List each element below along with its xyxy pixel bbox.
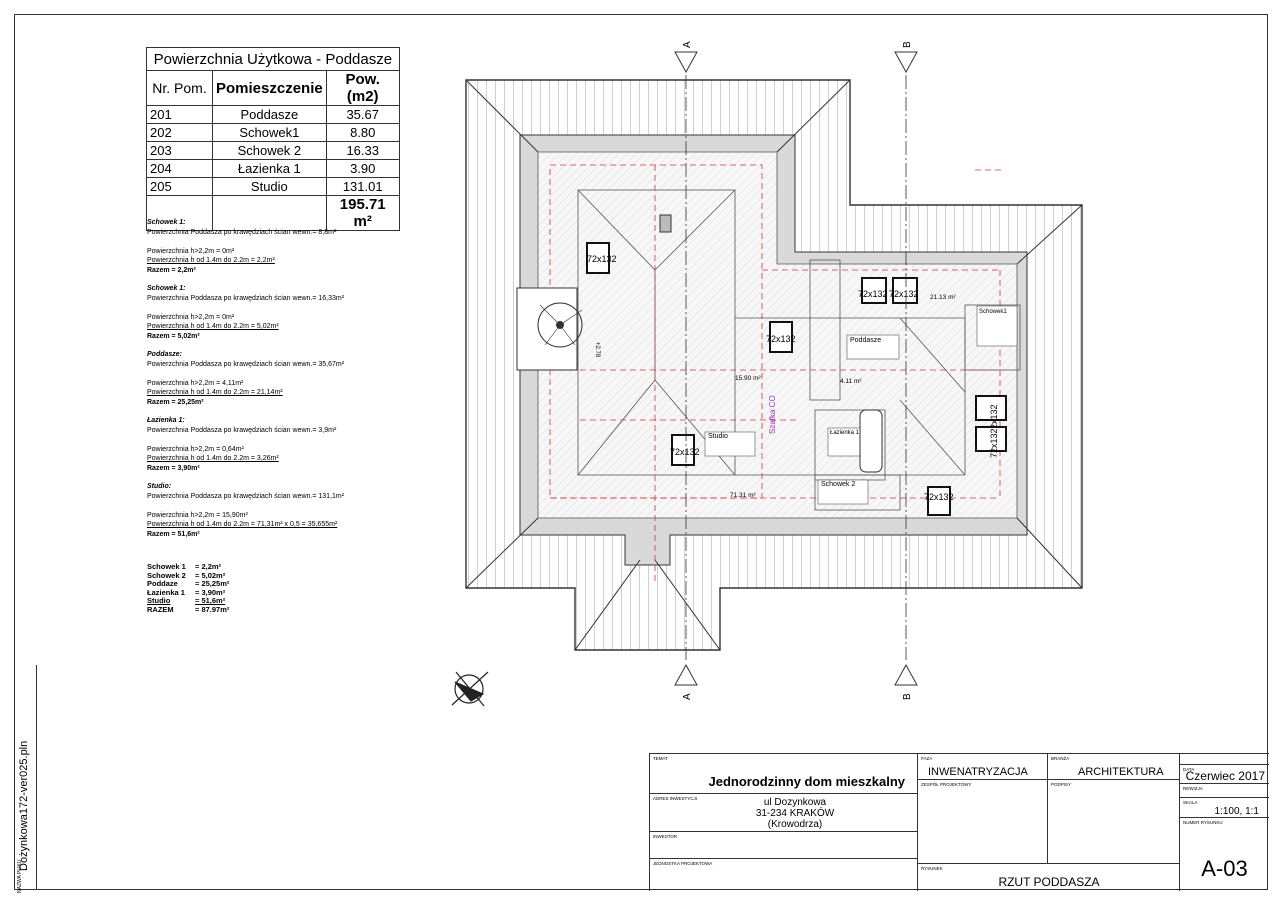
area-notes: Schowek 1: Powierzchnia Poddasza po kraw… xyxy=(147,218,447,548)
room-labels: Studio Poddasze Łazienka 1 Schowek 2 Sch… xyxy=(704,305,1018,505)
window-label: 72x132 xyxy=(989,404,999,434)
drawing-name: RZUT PODDASZA xyxy=(998,875,1100,889)
col-header-area: Pow. (m2) xyxy=(325,70,400,106)
section-b-label: B xyxy=(902,693,913,700)
roof-window xyxy=(861,277,887,304)
note-block: Poddasze: Powierzchnia Poddasza po krawę… xyxy=(147,351,345,406)
file-name-caption: NAZWA PLIKU xyxy=(17,859,23,893)
room-label-lazienka: Łazienka 1 xyxy=(830,430,860,436)
roof-window xyxy=(927,486,951,516)
staircase: +2.78 xyxy=(516,287,600,371)
summary-row: RAZEM= 87.97m² xyxy=(147,604,230,614)
summary-row: Poddaze= 25,25m² xyxy=(147,579,230,589)
section-b-label: B xyxy=(902,41,913,48)
area-table: Powierzchnia Użytkowa - Poddasze Nr. Pom… xyxy=(146,47,400,231)
file-name-strip: Dożynkowa172-ver025.pln NAZWA PLIKU xyxy=(14,665,37,893)
room-label-schowek1: Schowek1 xyxy=(979,309,1007,315)
window-label: 72x132 xyxy=(889,289,919,299)
svg-text:15.90 m²: 15.90 m² xyxy=(735,375,761,382)
roof-window xyxy=(671,434,695,466)
label-szafka-co: Szafka CO xyxy=(768,395,777,434)
bathtub xyxy=(859,409,883,473)
area-table-title: Powierzchnia Użytkowa - Poddasze xyxy=(146,47,400,71)
date-value: Czerwiec 2017 xyxy=(1185,769,1265,783)
roof-window xyxy=(769,321,793,353)
note-block: Schowek 1: Powierzchnia Poddasza po kraw… xyxy=(147,219,337,274)
svg-text:71.31 m²: 71.31 m² xyxy=(730,492,756,499)
col-header-nr: Nr. Pom. xyxy=(146,70,213,106)
room-label-studio: Studio xyxy=(708,433,728,440)
window-label: 72x132 xyxy=(587,254,617,264)
roof-window xyxy=(586,242,610,274)
investment-address: ul Dozynkowa 31-234 KRAKÓW (Krowodrza) xyxy=(755,797,835,830)
roof-window xyxy=(892,277,918,304)
sheet-border xyxy=(14,14,1268,890)
roof-window xyxy=(975,395,1007,421)
section-line-b: B B xyxy=(894,41,918,700)
svg-text:21.13 m²: 21.13 m² xyxy=(930,294,956,301)
summary-row: Schowek 1= 2,2m² xyxy=(147,562,222,571)
scale-value: 1:100, 1:1 xyxy=(1214,806,1259,817)
note-block: Łazienka 1: Powierzchnia Poddasza po kra… xyxy=(147,417,337,472)
window-label: 72x132 xyxy=(989,428,999,458)
area-total: 195.71 m² xyxy=(325,195,400,231)
col-header-room: Pomieszczenie xyxy=(212,70,327,106)
room-label-schowek2: Schowek 2 xyxy=(821,481,855,488)
floor-plan-drawing: +2.78 72x132 72x132 72x132 72x132 72x132… xyxy=(451,41,1083,707)
window-label: 72x132 xyxy=(670,447,700,457)
table-total-row: 195.71 m² xyxy=(146,195,400,231)
summary-row: Schowek 2= 5,02m² xyxy=(147,570,226,580)
area-summary: Schowek 1= 2,2m² Schowek 2= 5,02m² Podda… xyxy=(147,562,275,615)
svg-text:4.11 m²: 4.11 m² xyxy=(840,378,862,385)
north-arrow-icon xyxy=(451,671,489,707)
room-label-poddasze: Poddasze xyxy=(850,337,881,344)
roof-window xyxy=(975,426,1007,452)
section-a-label: A xyxy=(682,693,693,700)
drawing-number: A-03 xyxy=(1201,856,1248,881)
window-label: 72x132 xyxy=(766,334,796,344)
roof-windows: 72x132 72x132 72x132 72x132 72x132 72x13… xyxy=(586,242,1007,516)
chimney xyxy=(659,214,672,233)
title-block: TEMAT Jednorodzinny dom mieszkalny ADRES… xyxy=(649,753,1269,891)
window-label: 72x132 xyxy=(924,492,954,502)
summary-row: Łazienka 1= 3,90m² xyxy=(147,587,226,597)
project-title: Jednorodzinny dom mieszkalny xyxy=(708,774,906,789)
section-line-a: A A xyxy=(674,41,698,700)
note-block: Studio: Powierzchnia Poddasza po krawędz… xyxy=(147,483,345,538)
section-a-label: A xyxy=(682,41,693,48)
discipline-value: ARCHITEKTURA xyxy=(1078,766,1164,778)
level-label: +2.78 xyxy=(594,342,600,358)
note-block: Schowek 1: Powierzchnia Poddasza po kraw… xyxy=(147,285,345,340)
window-label: 72x132 xyxy=(858,289,888,299)
area-labels: 15.90 m² 4.11 m² 71.31 m² 21.13 m² xyxy=(730,294,956,499)
summary-row: Studio= 51,6m² xyxy=(147,596,226,606)
phase-value: INWENATRYZACJA xyxy=(928,766,1028,778)
